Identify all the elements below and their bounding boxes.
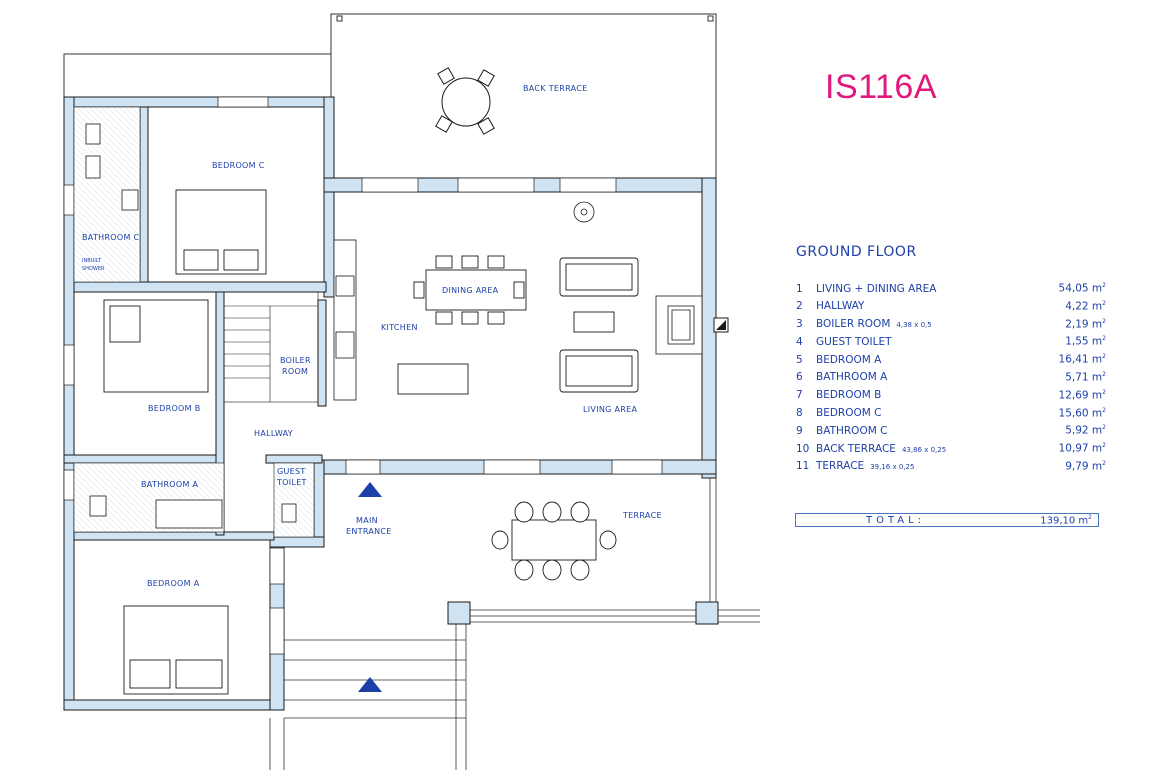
room-area: 5,71 m2 xyxy=(1065,370,1106,384)
legend-title: GROUND FLOOR xyxy=(796,244,917,260)
back-terrace-outline xyxy=(63,13,717,178)
main-entrance-arrow-icon xyxy=(358,482,382,497)
label-guest-toilet-1: GUEST xyxy=(277,467,306,476)
room-number: 10 xyxy=(796,442,810,455)
room-number: 8 xyxy=(796,407,803,420)
room-area: 1,55 m2 xyxy=(1065,335,1106,348)
legend-row: 5 BEDROOM A 16,41 m2 xyxy=(796,353,1106,371)
total-area: 139,10 m2 xyxy=(1040,513,1092,527)
label-back-terrace: BACK TERRACE xyxy=(523,84,588,93)
label-bathroom-c: BATHROOM C xyxy=(82,233,140,242)
terrace-dining-set xyxy=(491,501,617,581)
room-area: 9,79 m2 xyxy=(1065,459,1106,473)
room-area: 16,41 m2 xyxy=(1058,353,1106,366)
label-bathroom-a: BATHROOM A xyxy=(141,480,199,489)
round-table-set xyxy=(435,67,495,135)
room-number: 6 xyxy=(796,371,803,384)
room-name: BEDROOM C xyxy=(816,407,882,420)
room-name: HALLWAY xyxy=(816,300,865,313)
openings xyxy=(63,96,663,655)
label-terrace: TERRACE xyxy=(622,511,662,520)
label-bedroom-a: BEDROOM A xyxy=(147,579,200,588)
room-area: 15,60 m2 xyxy=(1058,406,1106,420)
fireplace xyxy=(655,295,703,355)
legend-row: 7 BEDROOM B 12,69 m2 xyxy=(796,389,1106,407)
total-label: TOTAL: xyxy=(866,514,926,526)
legend-total: TOTAL: 139,10 m2 xyxy=(795,513,1099,527)
room-area: 10,97 m2 xyxy=(1058,442,1106,455)
room-name: BEDROOM A xyxy=(816,353,882,366)
spiral-stair xyxy=(573,201,595,223)
legend-row: 6 BATHROOM A 5,71 m2 xyxy=(796,371,1106,389)
room-name: LIVING + DINING AREA xyxy=(816,282,937,295)
room-area: 5,92 m2 xyxy=(1065,424,1106,437)
area-legend: GROUND FLOOR 1 LIVING + DINING AREA 54,05 … xyxy=(796,244,1106,478)
north-symbol xyxy=(713,317,729,333)
label-boiler-room-1: BOILER xyxy=(280,356,311,365)
room-name: BATHROOM A xyxy=(816,371,888,384)
front-path-arrow-icon xyxy=(358,677,382,692)
label-bedroom-c: BEDROOM C xyxy=(212,161,265,170)
project-code: IS116A xyxy=(825,68,938,106)
label-boiler-room-2: ROOM xyxy=(282,367,308,376)
room-area: 12,69 m2 xyxy=(1058,388,1106,402)
room-area: 4,22 m2 xyxy=(1065,299,1106,313)
entrance-arrows xyxy=(358,482,382,692)
label-living-area: LIVING AREA xyxy=(583,405,637,414)
room-dimension-note: 39,16 x 0,25 xyxy=(870,463,915,472)
living-furniture xyxy=(397,257,639,395)
kitchen-counter xyxy=(333,239,357,401)
legend-row: 9 BATHROOM C 5,92 m2 xyxy=(796,424,1106,442)
room-area: 54,05 m2 xyxy=(1058,282,1106,295)
staircase xyxy=(223,291,319,403)
legend-rows: 1 LIVING + DINING AREA 54,05 m2 2 HALLWAY 4,2… xyxy=(796,282,1106,478)
label-hallway: HALLWAY xyxy=(254,429,293,438)
label-kitchen: KITCHEN xyxy=(381,323,418,332)
room-number: 11 xyxy=(796,460,810,473)
label-guest-toilet-2: TOILET xyxy=(276,478,307,487)
legend-row: 1 LIVING + DINING AREA 54,05 m2 xyxy=(796,282,1106,300)
label-main-entrance-2: ENTRANCE xyxy=(346,527,392,536)
room-name: BATHROOM C xyxy=(816,424,888,437)
room-number: 5 xyxy=(796,353,803,366)
room-number: 2 xyxy=(796,300,803,313)
label-bedroom-b: BEDROOM B xyxy=(148,404,201,413)
label-inbuilt-shower-2: SHOWER xyxy=(82,266,105,272)
room-number: 4 xyxy=(796,335,803,348)
guest-toilet-tiles xyxy=(273,462,315,538)
bathroom-fixtures xyxy=(85,123,297,529)
room-dimension-note: 4,38 x 0,5 xyxy=(896,321,932,330)
room-name: BEDROOM B xyxy=(816,389,882,402)
room-number: 9 xyxy=(796,424,803,437)
legend-row: 4 GUEST TOILET 1,55 m2 xyxy=(796,335,1106,353)
room-area: 2,19 m2 xyxy=(1065,317,1106,331)
room-number: 3 xyxy=(796,318,803,331)
legend-row: 8 BEDROOM C 15,60 m2 xyxy=(796,407,1106,425)
dining-table-set xyxy=(413,255,527,325)
room-number: 1 xyxy=(796,282,803,295)
legend-row: 2 HALLWAY 4,22 m2 xyxy=(796,300,1106,318)
label-dining-area: DINING AREA xyxy=(442,286,499,295)
room-dimension-note: 43,86 x 0,25 xyxy=(901,445,947,454)
label-main-entrance-1: MAIN xyxy=(356,516,378,525)
beds xyxy=(103,189,267,695)
label-inbuilt-shower-1: INBUILT xyxy=(82,258,102,264)
room-number: 7 xyxy=(796,389,803,402)
room-name: GUEST TOILET xyxy=(816,335,892,348)
